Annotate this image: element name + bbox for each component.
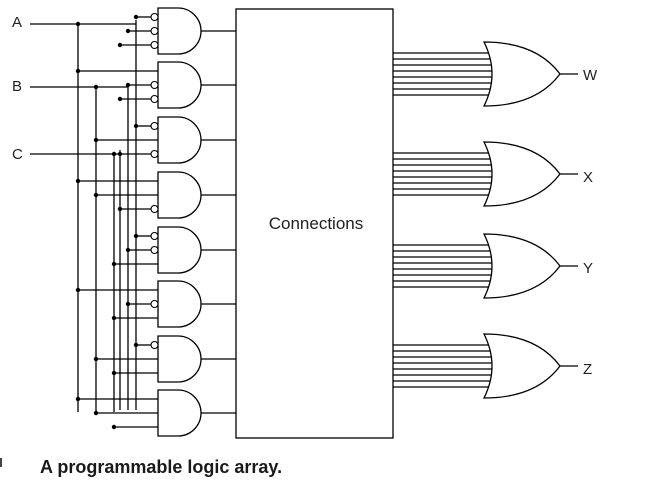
- junction-dot: [125, 82, 131, 88]
- junction-dot: [133, 342, 139, 348]
- figure-caption: A programmable logic array.: [40, 457, 283, 477]
- and-gate: [157, 7, 202, 55]
- junction-dot: [117, 96, 123, 102]
- junction-dot: [125, 28, 131, 34]
- junction-dot: [93, 356, 99, 362]
- and-gate: [157, 116, 202, 164]
- input-label-b: B: [12, 78, 22, 95]
- junction-dot: [111, 315, 117, 321]
- and-gate-array: [150, 7, 202, 437]
- junction-dot: [93, 410, 99, 416]
- or-gate-array: [482, 41, 561, 399]
- input-labels: A B C: [12, 14, 23, 163]
- junction-dot: [111, 151, 117, 157]
- junction-dot: [75, 287, 81, 293]
- junction-dot: [125, 247, 131, 253]
- inversion-bubble: [150, 149, 159, 159]
- inversion-bubble: [150, 245, 159, 255]
- or-gate: [482, 233, 561, 299]
- inversion-bubble: [150, 80, 159, 90]
- connections-label: Connections: [269, 214, 364, 233]
- junction-dot: [111, 261, 117, 267]
- junction-dot: [93, 84, 99, 90]
- inversion-bubble: [150, 340, 159, 350]
- inversion-bubble: [150, 121, 159, 131]
- inversion-bubble: [150, 231, 159, 241]
- junction-dot: [133, 123, 139, 129]
- junction-dot: [93, 192, 99, 198]
- junction-dot: [117, 42, 123, 48]
- junction-dot: [125, 301, 131, 307]
- junction-dot: [75, 21, 81, 27]
- and-gate: [157, 280, 202, 328]
- output-label-y: Y: [583, 260, 593, 277]
- and-gate: [157, 226, 202, 274]
- edge-mark: [0, 458, 2, 467]
- junction-dot: [75, 396, 81, 402]
- output-label-z: Z: [583, 361, 592, 378]
- output-label-w: W: [583, 67, 598, 84]
- and-gate: [157, 61, 202, 109]
- inversion-bubble: [150, 299, 159, 309]
- inversion-bubble: [150, 40, 159, 50]
- junction-dot: [117, 206, 123, 212]
- inversion-bubble: [150, 204, 159, 214]
- output-label-x: X: [583, 169, 593, 186]
- junction-dot: [111, 370, 117, 376]
- junction-dot: [133, 233, 139, 239]
- junction-dot: [133, 14, 139, 20]
- junction-dot: [111, 424, 117, 430]
- junction-dots: [75, 14, 139, 430]
- input-label-a: A: [12, 14, 22, 31]
- and-gate: [157, 389, 202, 437]
- inversion-bubble: [150, 12, 159, 22]
- junction-dot: [75, 178, 81, 184]
- inversion-bubble: [150, 94, 159, 104]
- and-gate: [157, 335, 202, 383]
- input-label-c: C: [12, 146, 23, 163]
- junction-dot: [117, 151, 123, 157]
- or-gate: [482, 41, 561, 107]
- junction-dot: [75, 68, 81, 74]
- and-gate: [157, 171, 202, 219]
- wiring: [30, 16, 578, 428]
- junction-dot: [93, 137, 99, 143]
- inversion-bubble: [150, 26, 159, 36]
- or-gate: [482, 333, 561, 399]
- connections-box: [235, 8, 394, 439]
- or-gate: [482, 141, 561, 207]
- output-labels: W X Y Z: [583, 67, 598, 378]
